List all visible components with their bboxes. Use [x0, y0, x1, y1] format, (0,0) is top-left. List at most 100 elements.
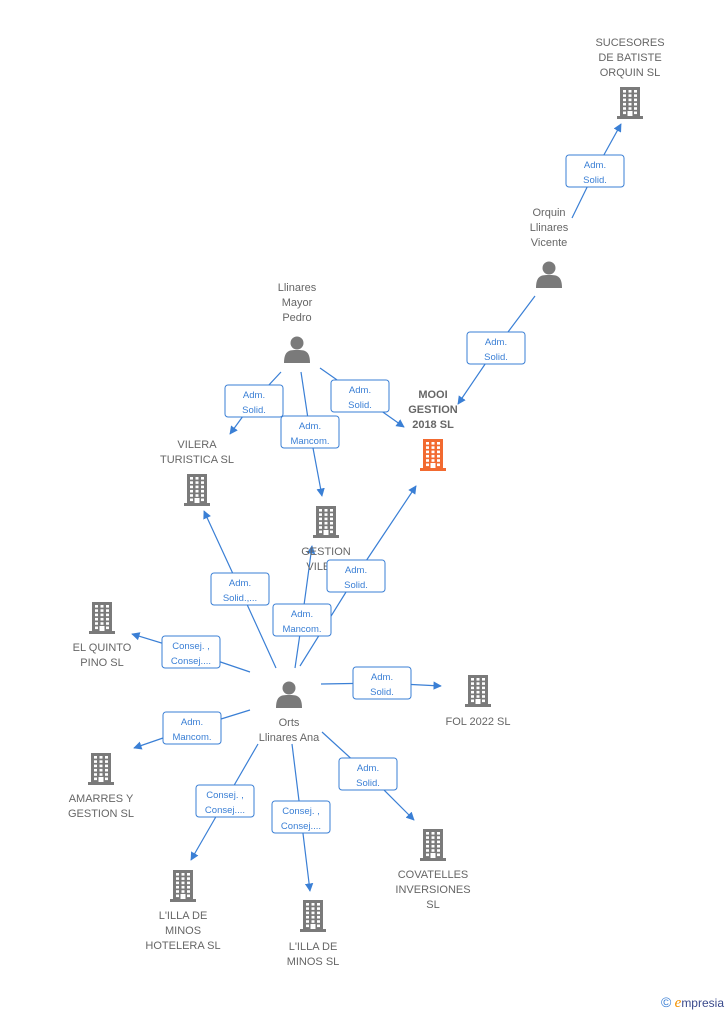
person-icon: [536, 261, 562, 288]
edge-label-line: Solid.,...: [223, 593, 257, 604]
edge-label-line: Adm.: [371, 672, 393, 683]
edge-label-box: [466, 331, 526, 365]
edge-label-line: Adm.: [299, 421, 321, 432]
node-label-line: AMARRES Y: [69, 793, 134, 805]
edge-label-text: Consej. , Consej....: [281, 806, 321, 832]
edge-label-box: [330, 379, 390, 413]
edge-label-line: Solid.: [348, 400, 372, 411]
edge-labels-layer: Adm. Solid. Adm. Solid. Adm. Solid. Adm. Mancom…: [161, 154, 625, 834]
edge-label[interactable]: Adm.Solid.: [466, 331, 526, 365]
edge-label[interactable]: Adm. Solid.: [326, 559, 386, 593]
edge-label[interactable]: Adm.Solid.: [338, 757, 398, 791]
building-icon: [184, 474, 210, 506]
node-label-line: ORQUIN SL: [600, 67, 661, 79]
edge-label-line: Consej. ,: [282, 806, 320, 817]
node-label-line: DE BATISTE: [598, 52, 661, 64]
node-label: FOL 2022 SL: [445, 716, 510, 728]
node-label-line: MINOS: [165, 925, 201, 937]
node-label: EL QUINTO PINO SL: [73, 642, 132, 669]
edge-label-line: Consej. ,: [206, 790, 244, 801]
edge-label-line: Solid.: [242, 405, 266, 416]
empresia-logo[interactable]: © empresia: [661, 994, 724, 1012]
edge-label[interactable]: Adm. Solid.: [330, 379, 390, 413]
building-icon: [420, 829, 446, 861]
node-label-line: PINO SL: [80, 657, 123, 669]
node-label-line: 2018 SL: [412, 419, 454, 431]
edge-label-box: [565, 154, 625, 188]
edge-label-box: [272, 603, 332, 637]
edge-label-box: [224, 384, 284, 418]
brand-initial: e: [674, 995, 682, 1011]
node-label-line: SL: [426, 899, 439, 911]
edge-label-line: Adm.: [349, 385, 371, 396]
edge-label-line: Adm.: [345, 565, 367, 576]
building-icon: [617, 87, 643, 119]
edge-label[interactable]: Adm. Solid.,...: [210, 572, 270, 606]
node-label-line: Llinares: [530, 222, 569, 234]
node-label-line: GESTION SL: [68, 808, 134, 820]
node-label-line: MINOS SL: [287, 956, 340, 968]
edge-label[interactable]: Adm.Solid.: [565, 154, 625, 188]
edge-label-line: Solid.: [344, 580, 368, 591]
node-label-line: EL QUINTO: [73, 642, 132, 654]
edge-label-text: Adm. Solid.: [348, 385, 372, 411]
node-label-line: Orquin: [532, 207, 565, 219]
edge-label-text: Consej. ,Consej....: [171, 641, 211, 667]
node-label-line: L'ILLA DE: [159, 910, 208, 922]
node-amarres[interactable]: AMARRES Y GESTION SL: [68, 753, 134, 820]
edge-label[interactable]: Adm.Mancom.: [280, 415, 340, 449]
node-label-line: TURISTICA SL: [160, 454, 234, 466]
node-label-line: GESTION: [301, 546, 351, 558]
node-label-line: L'ILLA DE: [289, 941, 338, 953]
edge-label-box: [210, 572, 270, 606]
edge-label[interactable]: Adm. Solid.: [352, 666, 412, 700]
edge-label[interactable]: Consej. , Consej....: [271, 800, 331, 834]
edge-label-box: [338, 757, 398, 791]
node-el-quinto[interactable]: EL QUINTO PINO SL: [73, 602, 132, 669]
edge-label-line: Adm.: [229, 578, 251, 589]
edge-label-line: Adm.: [291, 609, 313, 620]
edge-label-text: Adm. Solid.: [344, 565, 368, 591]
node-label-line: Vicente: [531, 237, 568, 249]
node-fol[interactable]: FOL 2022 SL: [445, 675, 511, 728]
edge-label-text: Adm.Solid.: [484, 337, 508, 363]
edge-label-line: Adm.: [357, 763, 379, 774]
edge-label-text: Adm.Solid.: [356, 763, 380, 789]
building-icon: [420, 439, 446, 471]
edge-label-line: Mancom.: [282, 624, 321, 635]
brand-name: mpresia: [681, 996, 724, 1010]
edge-label-text: Adm. Solid.,...: [223, 578, 257, 604]
edge-label-box: [195, 784, 255, 818]
edge-label[interactable]: Consej. ,Consej....: [195, 784, 255, 818]
edge-label-box: [352, 666, 412, 700]
edge-label-text: Adm.Mancom.: [172, 717, 211, 743]
edge-label-line: Adm.: [181, 717, 203, 728]
building-icon: [170, 870, 196, 902]
edge-label[interactable]: Adm. Mancom.: [272, 603, 332, 637]
edge-label[interactable]: Adm.Solid.: [224, 384, 284, 418]
building-icon: [465, 675, 491, 707]
edge-label-line: Adm.: [485, 337, 507, 348]
node-label-line: COVATELLES: [398, 869, 469, 881]
person-icon: [276, 681, 302, 708]
edge-label[interactable]: Consej. ,Consej....: [161, 635, 221, 669]
node-label-line: FOL 2022 SL: [445, 716, 510, 728]
node-label: L'ILLA DE MINOS SL: [287, 941, 340, 968]
building-icon: [300, 900, 326, 932]
edge-label-line: Solid.: [370, 687, 394, 698]
node-illa-minos[interactable]: L'ILLA DE MINOS SL: [287, 900, 340, 968]
edge-label[interactable]: Adm.Mancom.: [162, 711, 222, 745]
edge-label-line: Consej....: [281, 821, 321, 832]
